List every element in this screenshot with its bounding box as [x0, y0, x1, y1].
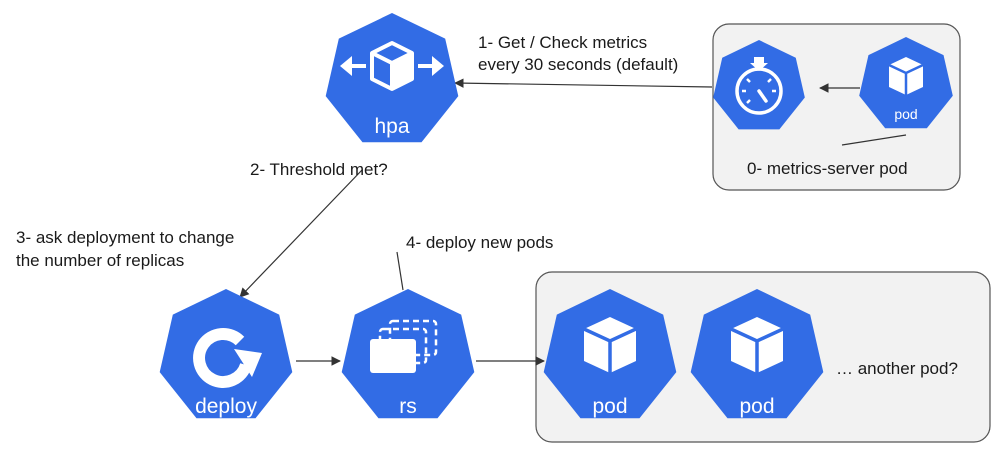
step1-label-line2: every 30 seconds (default) — [478, 55, 678, 74]
rs-label: rs — [399, 395, 417, 418]
deploy-label: deploy — [195, 395, 257, 418]
cube-icon — [888, 57, 924, 95]
metrics-pod-node: pod — [859, 37, 953, 129]
stacked-pages-icon — [370, 319, 438, 373]
hpa-node: hpa — [325, 13, 459, 143]
resize-box-icon — [340, 41, 444, 91]
pod-1-node: pod — [543, 289, 677, 419]
metrics-gauge-node — [713, 40, 805, 130]
step3-label-line1: 3- ask deployment to change — [16, 228, 234, 247]
deploy-node: deploy — [159, 289, 293, 419]
step1-label-line1: 1- Get / Check metrics — [478, 33, 647, 52]
rotate-arrow-icon — [193, 328, 262, 388]
hpa-label: hpa — [374, 115, 409, 138]
arrow-hpa-to-deploy — [239, 169, 363, 298]
rs-node: rs — [341, 289, 475, 419]
pod-2-label: pod — [739, 395, 774, 418]
metrics-pod-pointer — [841, 134, 907, 146]
step3-label-line2: the number of replicas — [16, 251, 184, 270]
pod-2-node: pod — [690, 289, 824, 419]
step0-label: 0- metrics-server pod — [747, 159, 908, 178]
arrow-metrics-to-hpa — [454, 78, 713, 88]
another-pod-label: … another pod? — [836, 359, 958, 378]
step4-pointer — [396, 251, 404, 291]
step2-label: 2- Threshold met? — [250, 160, 388, 179]
step4-label: 4- deploy new pods — [406, 233, 553, 252]
gauge-icon — [735, 57, 783, 115]
cube-icon — [583, 317, 637, 373]
metrics-pod-label: pod — [894, 106, 917, 122]
pod-1-label: pod — [592, 395, 627, 418]
cube-icon — [730, 317, 784, 373]
